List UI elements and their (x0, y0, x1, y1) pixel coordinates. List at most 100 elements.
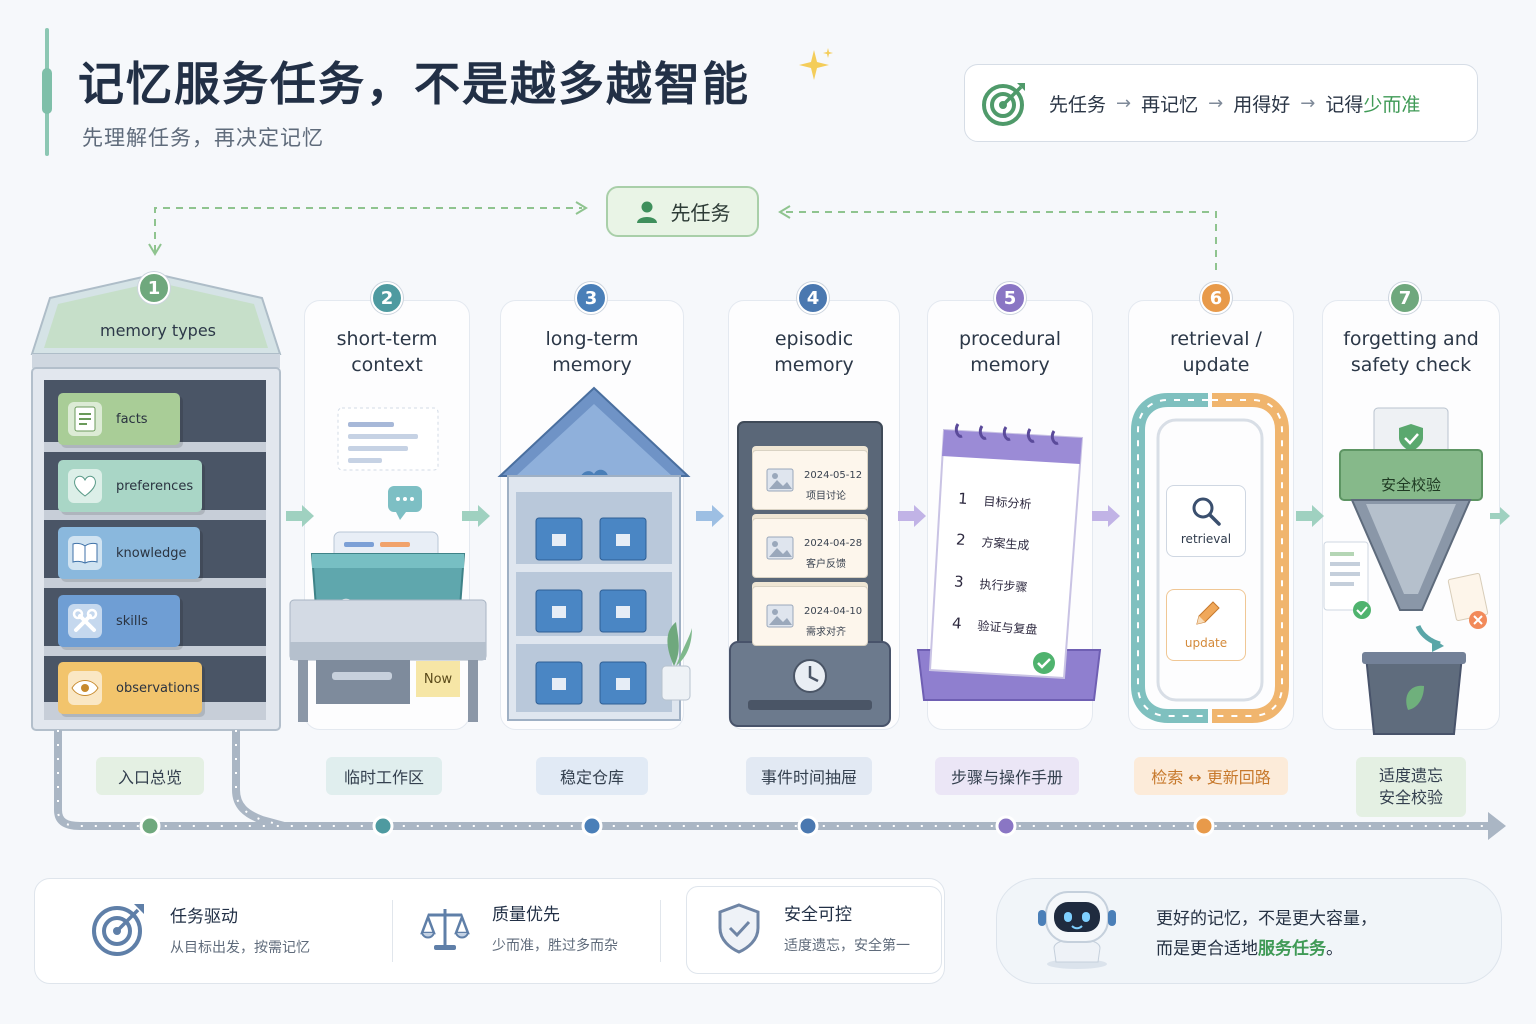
stage-label-1: memory types (99, 321, 216, 340)
long-term-warehouse (497, 386, 692, 721)
quote-line-1: 更好的记忆，不是更大容量， (1156, 909, 1377, 929)
tools-icon (68, 604, 102, 638)
stage-tag-7-line2: 安全校验 (1378, 788, 1443, 807)
stage-label-2-line2: context (351, 354, 423, 376)
search-icon (1192, 497, 1221, 526)
quote-line-2-suffix: 。 (1326, 939, 1343, 959)
stage-tag-4: 事件时间抽屉 (746, 757, 872, 795)
feature-safe-control: 安全可控 适度遗忘，安全第一 (716, 900, 910, 955)
episodic-card-text: 客户反馈 (806, 559, 846, 570)
step-number: 2 (955, 530, 967, 550)
feature-task-driven: 任务驱动 从目标出发，按需记忆 (90, 900, 310, 958)
stage-tag-5: 步骤与操作手册 (935, 757, 1079, 795)
stage-label-2-line1: short-term (336, 328, 438, 350)
stage-number-5: 5 (994, 282, 1026, 314)
shield-check-icon (718, 902, 760, 954)
retrieval-label: retrieval (1180, 532, 1232, 546)
feature-divider (392, 900, 393, 962)
update-box: update (1166, 589, 1246, 661)
target-icon (92, 904, 144, 956)
image-icon (766, 604, 794, 628)
principle-accent: 少而准 (1363, 93, 1421, 116)
feature-desc: 从目标出发，按需记忆 (170, 939, 310, 956)
pencil-icon (1196, 601, 1220, 625)
rejected-document-icon (1447, 573, 1489, 629)
quote-line-2-prefix: 而是更合适地 (1156, 939, 1258, 959)
scale-icon (420, 908, 470, 950)
stage-number-3: 3 (575, 282, 607, 314)
stage-label-7-line1: forgetting and (1343, 328, 1479, 350)
stage-label-3-line1: long-term (545, 328, 639, 350)
stage-label-6-line1: retrieval / (1170, 328, 1262, 350)
step-label: 验证与复盘 (977, 618, 1038, 637)
principle-step: 再记忆 (1141, 93, 1199, 116)
quote-text: 更好的记忆，不是更大容量， 而是更合适地服务任务。 (1156, 904, 1377, 964)
feature-divider (660, 900, 661, 962)
principle-step: 用得好 (1233, 93, 1291, 116)
memory-type-label: facts (116, 411, 148, 427)
stage-number-7: 7 (1389, 282, 1421, 314)
stage-label-7-line2: safety check (1350, 354, 1472, 376)
principle-chain: 先任务 → 再记忆 → 用得好 → 记得少而准 (1049, 90, 1420, 117)
page-title: 记忆服务任务，不是越多越智能 (78, 57, 750, 111)
page-subtitle: 先理解任务，再决定记忆 (82, 126, 324, 150)
stage-tag-3: 稳定仓库 (536, 757, 648, 795)
task-first-label: 先任务 (670, 201, 731, 225)
stage-number-1: 1 (138, 272, 170, 304)
principle-step: 记得 (1325, 93, 1364, 116)
step-label: 方案生成 (981, 535, 1030, 553)
stage-tag-7: 适度遗忘 安全校验 (1356, 757, 1466, 817)
episodic-card-text: 需求对齐 (806, 627, 846, 638)
short-term-workbench (289, 407, 487, 722)
stage-label-3-line2: memory (552, 354, 632, 376)
sparkle-icon (799, 48, 833, 80)
now-label: Now (423, 671, 453, 687)
memory-type-label: preferences (116, 478, 194, 494)
feature-desc: 适度遗忘，安全第一 (784, 938, 910, 954)
safety-filter-funnel (1339, 407, 1483, 735)
task-first-badge: 先任务 (606, 186, 759, 237)
feature-title: 安全可控 (784, 905, 852, 925)
image-icon (766, 468, 794, 492)
stage-label-5-line1: procedural (958, 328, 1062, 350)
memory-type-facts: facts (58, 393, 180, 445)
user-icon (636, 201, 657, 223)
eye-icon (68, 671, 102, 705)
stage-label-4-line2: memory (774, 354, 854, 376)
document-icon (68, 402, 102, 436)
memory-type-skills: skills (58, 595, 180, 647)
stage-number-2: 2 (371, 282, 403, 314)
stage-label-5-line2: memory (970, 354, 1050, 376)
stage-flow-arrows (286, 505, 1510, 527)
principle-box: 先任务 → 再记忆 → 用得好 → 记得少而准 (964, 64, 1478, 142)
retrieval-update-loop (1131, 393, 1289, 723)
safety-filter-label: 安全校验 (1380, 476, 1441, 494)
step-label: 执行步骤 (979, 577, 1028, 595)
memory-type-knowledge: knowledge (58, 527, 200, 579)
procedural-notebook (916, 423, 1102, 701)
title-accent-bar (42, 28, 52, 156)
stage-label-6-line2: update (1182, 354, 1250, 376)
episodic-card-date: 2024-04-28 (804, 538, 863, 549)
step-number: 3 (953, 572, 965, 592)
arrow-icon: → (1300, 92, 1316, 114)
quote-accent: 服务任务 (1258, 939, 1326, 959)
memory-type-preferences: preferences (58, 460, 202, 512)
episodic-card-date: 2024-04-10 (804, 606, 863, 617)
retrieval-box: retrieval (1166, 485, 1246, 557)
stage-label-4-line1: episodic (774, 328, 854, 350)
step-number: 4 (951, 614, 963, 633)
quote-line-2: 而是更合适地服务任务。 (1156, 934, 1377, 964)
arrow-icon: → (1116, 92, 1132, 114)
now-sticky-note: Now (416, 661, 460, 697)
feature-title: 任务驱动 (170, 906, 238, 927)
book-icon (68, 536, 102, 570)
stage-tag-1: 入口总览 (96, 757, 204, 795)
stage-tag-6: 检索 ↔ 更新回路 (1134, 757, 1288, 795)
timeline-track (54, 730, 1506, 840)
approved-document-icon (1323, 541, 1371, 619)
feature-desc: 少而准，胜过多而杂 (492, 938, 618, 954)
memory-type-label: knowledge (116, 545, 187, 561)
robot-avatar (1038, 891, 1116, 969)
update-label: update (1184, 636, 1228, 650)
